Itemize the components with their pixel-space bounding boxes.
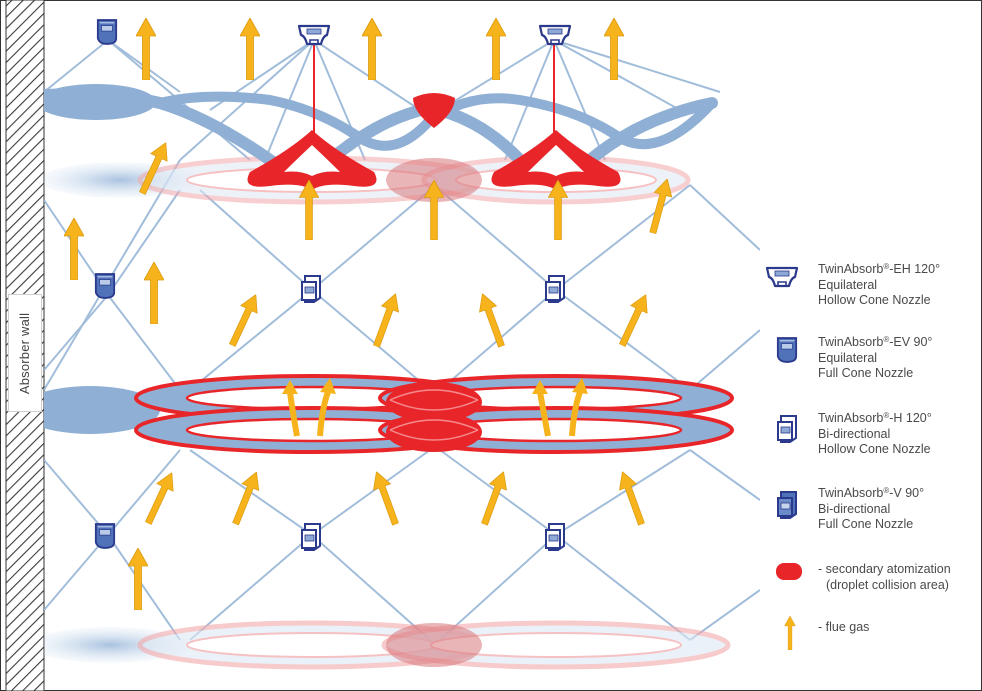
collision-area — [386, 412, 482, 452]
nozzle-h-icon — [301, 275, 321, 303]
flue-gas-curved-arrow — [569, 390, 583, 437]
nozzle-h-icon — [545, 523, 565, 551]
legend-secondary-line1: - secondary atomization — [818, 562, 951, 576]
flue-gas-arrow-icon — [604, 18, 624, 80]
nozzle-ev-icon — [96, 19, 118, 45]
flue-gas-arrow-icon — [367, 290, 405, 350]
spray-ring-left — [44, 386, 160, 434]
collision-area-inner — [284, 145, 340, 176]
collision-overlap-lines — [389, 389, 479, 441]
legend-h-line2: Bi-directional — [818, 426, 891, 441]
nozzle-h-icon — [545, 275, 565, 303]
legend-secondary-line2: (droplet collision area) — [826, 577, 949, 592]
absorber-wall-text: Absorber wall — [17, 312, 33, 394]
collision-area-inner — [528, 145, 584, 176]
legend-v-title: TwinAbsorb®-V 90° — [818, 486, 925, 500]
flue-gas-arrow-icon — [128, 548, 148, 610]
flue-gas-arrow-icon — [613, 468, 651, 528]
legend-v-line3: Full Cone Nozzle — [818, 517, 914, 531]
flue-gas-arrow-icon — [64, 218, 84, 280]
legend-eh-line3: Hollow Cone Nozzle — [818, 293, 931, 307]
flue-gas-arrow-icon — [223, 290, 265, 350]
flue-gas-arrow-icon — [473, 290, 511, 350]
flue-gas-arrow-icon — [139, 468, 181, 528]
legend-flue-line1: - flue gas — [818, 620, 870, 634]
legend-ev-line2: Equilateral — [818, 350, 878, 365]
flue-gas-curved-arrow — [317, 390, 331, 437]
absorber-wall-label: Absorber wall — [8, 294, 42, 412]
legend-h-title: TwinAbsorb®-H 120° — [818, 411, 932, 425]
flue-gas-arrow-icon — [144, 262, 164, 324]
flue-gas-arrow-icon — [240, 18, 260, 80]
collision-area — [386, 382, 482, 422]
nozzle-eh-icon — [297, 24, 331, 46]
nozzle-ev-icon — [94, 273, 116, 299]
flue-gas-arrow-icon — [613, 290, 655, 350]
collision-zone-faded — [386, 623, 482, 667]
nozzle-h-icon — [301, 523, 321, 551]
flue-gas-arrows — [64, 18, 677, 610]
spray-cone-lines — [44, 39, 760, 641]
legend-ev-line3: Full Cone Nozzle — [818, 366, 914, 380]
legend-eh-title: TwinAbsorb®-EH 120° — [818, 262, 941, 276]
legend: TwinAbsorb®-EH 120° Equilateral Hollow C… — [760, 0, 982, 691]
nozzle-eh-icon — [538, 24, 572, 46]
collision-area — [413, 93, 455, 128]
legend-ev-title: TwinAbsorb®-EV 90° — [818, 335, 933, 349]
nozzle-ev-icon — [94, 523, 116, 549]
legend-h-line3: Hollow Cone Nozzle — [818, 442, 931, 456]
spray-ring-left — [44, 84, 156, 120]
collision-area-icon — [776, 563, 802, 580]
flue-gas-arrow-icon — [362, 18, 382, 80]
flue-gas-curved-arrow — [287, 391, 300, 437]
legend-eh-line2: Equilateral — [818, 277, 878, 292]
flue-gas-curved-arrow — [537, 391, 551, 437]
flue-gas-arrow-icon — [136, 18, 156, 80]
flue-gas-arrow-icon — [367, 468, 405, 528]
legend-v-line2: Bi-directional — [818, 501, 891, 516]
